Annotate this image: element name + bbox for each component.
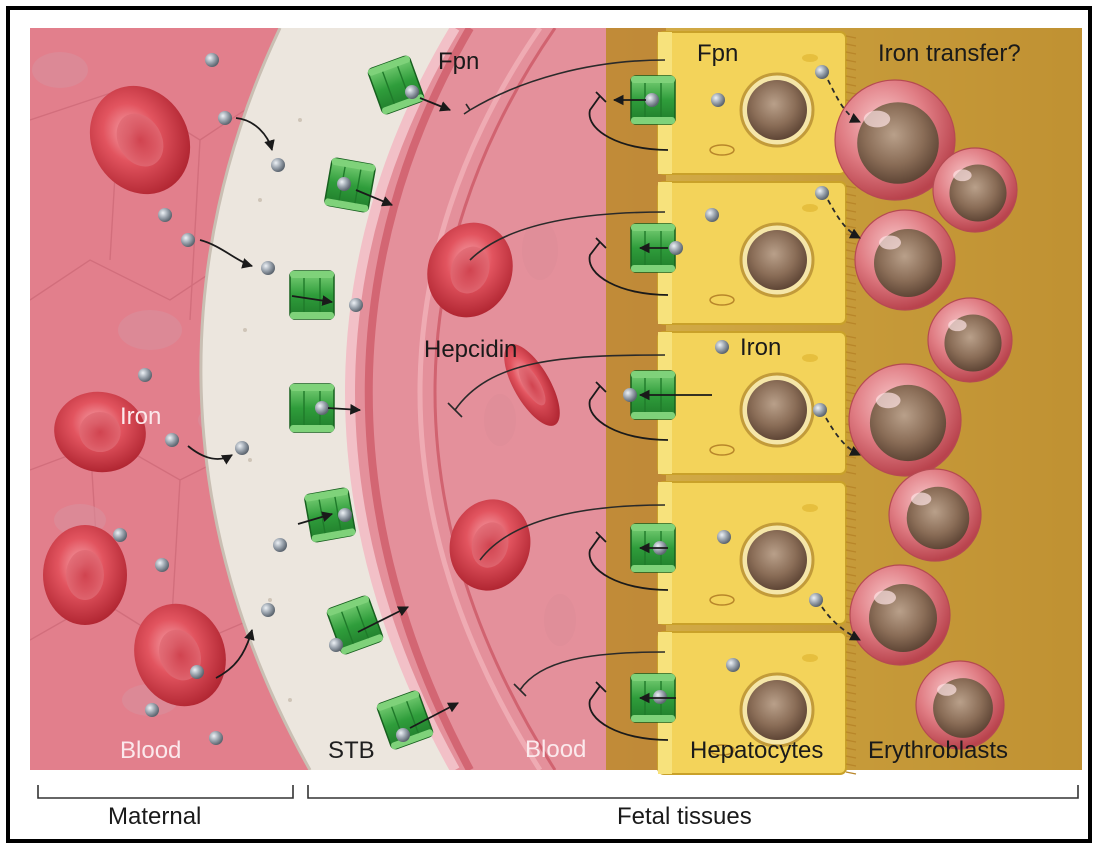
hepatocyte-nucleus — [747, 230, 807, 290]
iron-particle — [138, 368, 152, 382]
iron-particle — [623, 388, 637, 402]
iron-particle — [338, 508, 352, 522]
iron-particle — [261, 261, 275, 275]
iron-particle — [715, 340, 729, 354]
label-hepcidin: Hepcidin — [424, 338, 517, 362]
label-blood-maternal: Blood — [120, 739, 181, 763]
label-iron-maternal: Iron — [120, 405, 161, 429]
iron-particle — [271, 158, 285, 172]
iron-particle — [815, 65, 829, 79]
label-erythroblasts: Erythroblasts — [868, 739, 1008, 763]
label-maternal: Maternal — [108, 805, 201, 829]
erythroblast — [916, 661, 1004, 749]
label-hepatocytes: Hepatocytes — [690, 739, 823, 763]
iron-particle — [405, 85, 419, 99]
label-fpn-right: Fpn — [697, 42, 738, 66]
iron-particle — [155, 558, 169, 572]
iron-particle — [315, 401, 329, 415]
iron-particle — [653, 690, 667, 704]
erythroblast — [855, 210, 955, 310]
iron-particle — [209, 731, 223, 745]
iron-particle — [705, 208, 719, 222]
iron-particle — [337, 177, 351, 191]
ferroportin — [290, 271, 334, 319]
iron-particle — [396, 728, 410, 742]
iron-particle — [809, 593, 823, 607]
label-fetal-tissues: Fetal tissues — [617, 805, 752, 829]
iron-particle — [717, 530, 731, 544]
red-cell — [43, 525, 127, 625]
iron-particle — [218, 111, 232, 125]
label-iron-transfer: Iron transfer? — [878, 42, 1021, 66]
erythroblast — [928, 298, 1012, 382]
label-fpn-left: Fpn — [438, 50, 479, 74]
label-iron-fetal: Iron — [740, 336, 781, 360]
iron-particle — [815, 186, 829, 200]
iron-particle — [669, 241, 683, 255]
iron-particle — [711, 93, 725, 107]
hepatocyte-cell — [658, 32, 856, 174]
hepatocyte-cell — [658, 482, 856, 624]
iron-particle — [205, 53, 219, 67]
hepatocyte-nucleus — [747, 680, 807, 740]
label-stb: STB — [328, 739, 375, 763]
iron-particle — [813, 403, 827, 417]
erythroblast — [933, 148, 1017, 232]
iron-particle — [726, 658, 740, 672]
erythroblast — [849, 364, 961, 476]
iron-particle — [273, 538, 287, 552]
iron-particle — [145, 703, 159, 717]
hepatocyte-nucleus — [747, 80, 807, 140]
hepatocyte-nucleus — [747, 530, 807, 590]
iron-particle — [158, 208, 172, 222]
iron-particle — [190, 665, 204, 679]
hepatocyte-cell — [658, 182, 856, 324]
iron-particle — [261, 603, 275, 617]
hepatocyte-column — [658, 32, 856, 774]
iron-particle — [235, 441, 249, 455]
iron-particle — [181, 233, 195, 247]
iron-particle — [329, 638, 343, 652]
hepatocyte-nucleus — [747, 380, 807, 440]
label-blood-fetal: Blood — [525, 738, 586, 762]
iron-particle — [113, 528, 127, 542]
iron-particle — [165, 433, 179, 447]
erythroblast — [889, 469, 981, 561]
iron-particle — [645, 93, 659, 107]
erythroblast — [850, 565, 950, 665]
iron-particle — [349, 298, 363, 312]
